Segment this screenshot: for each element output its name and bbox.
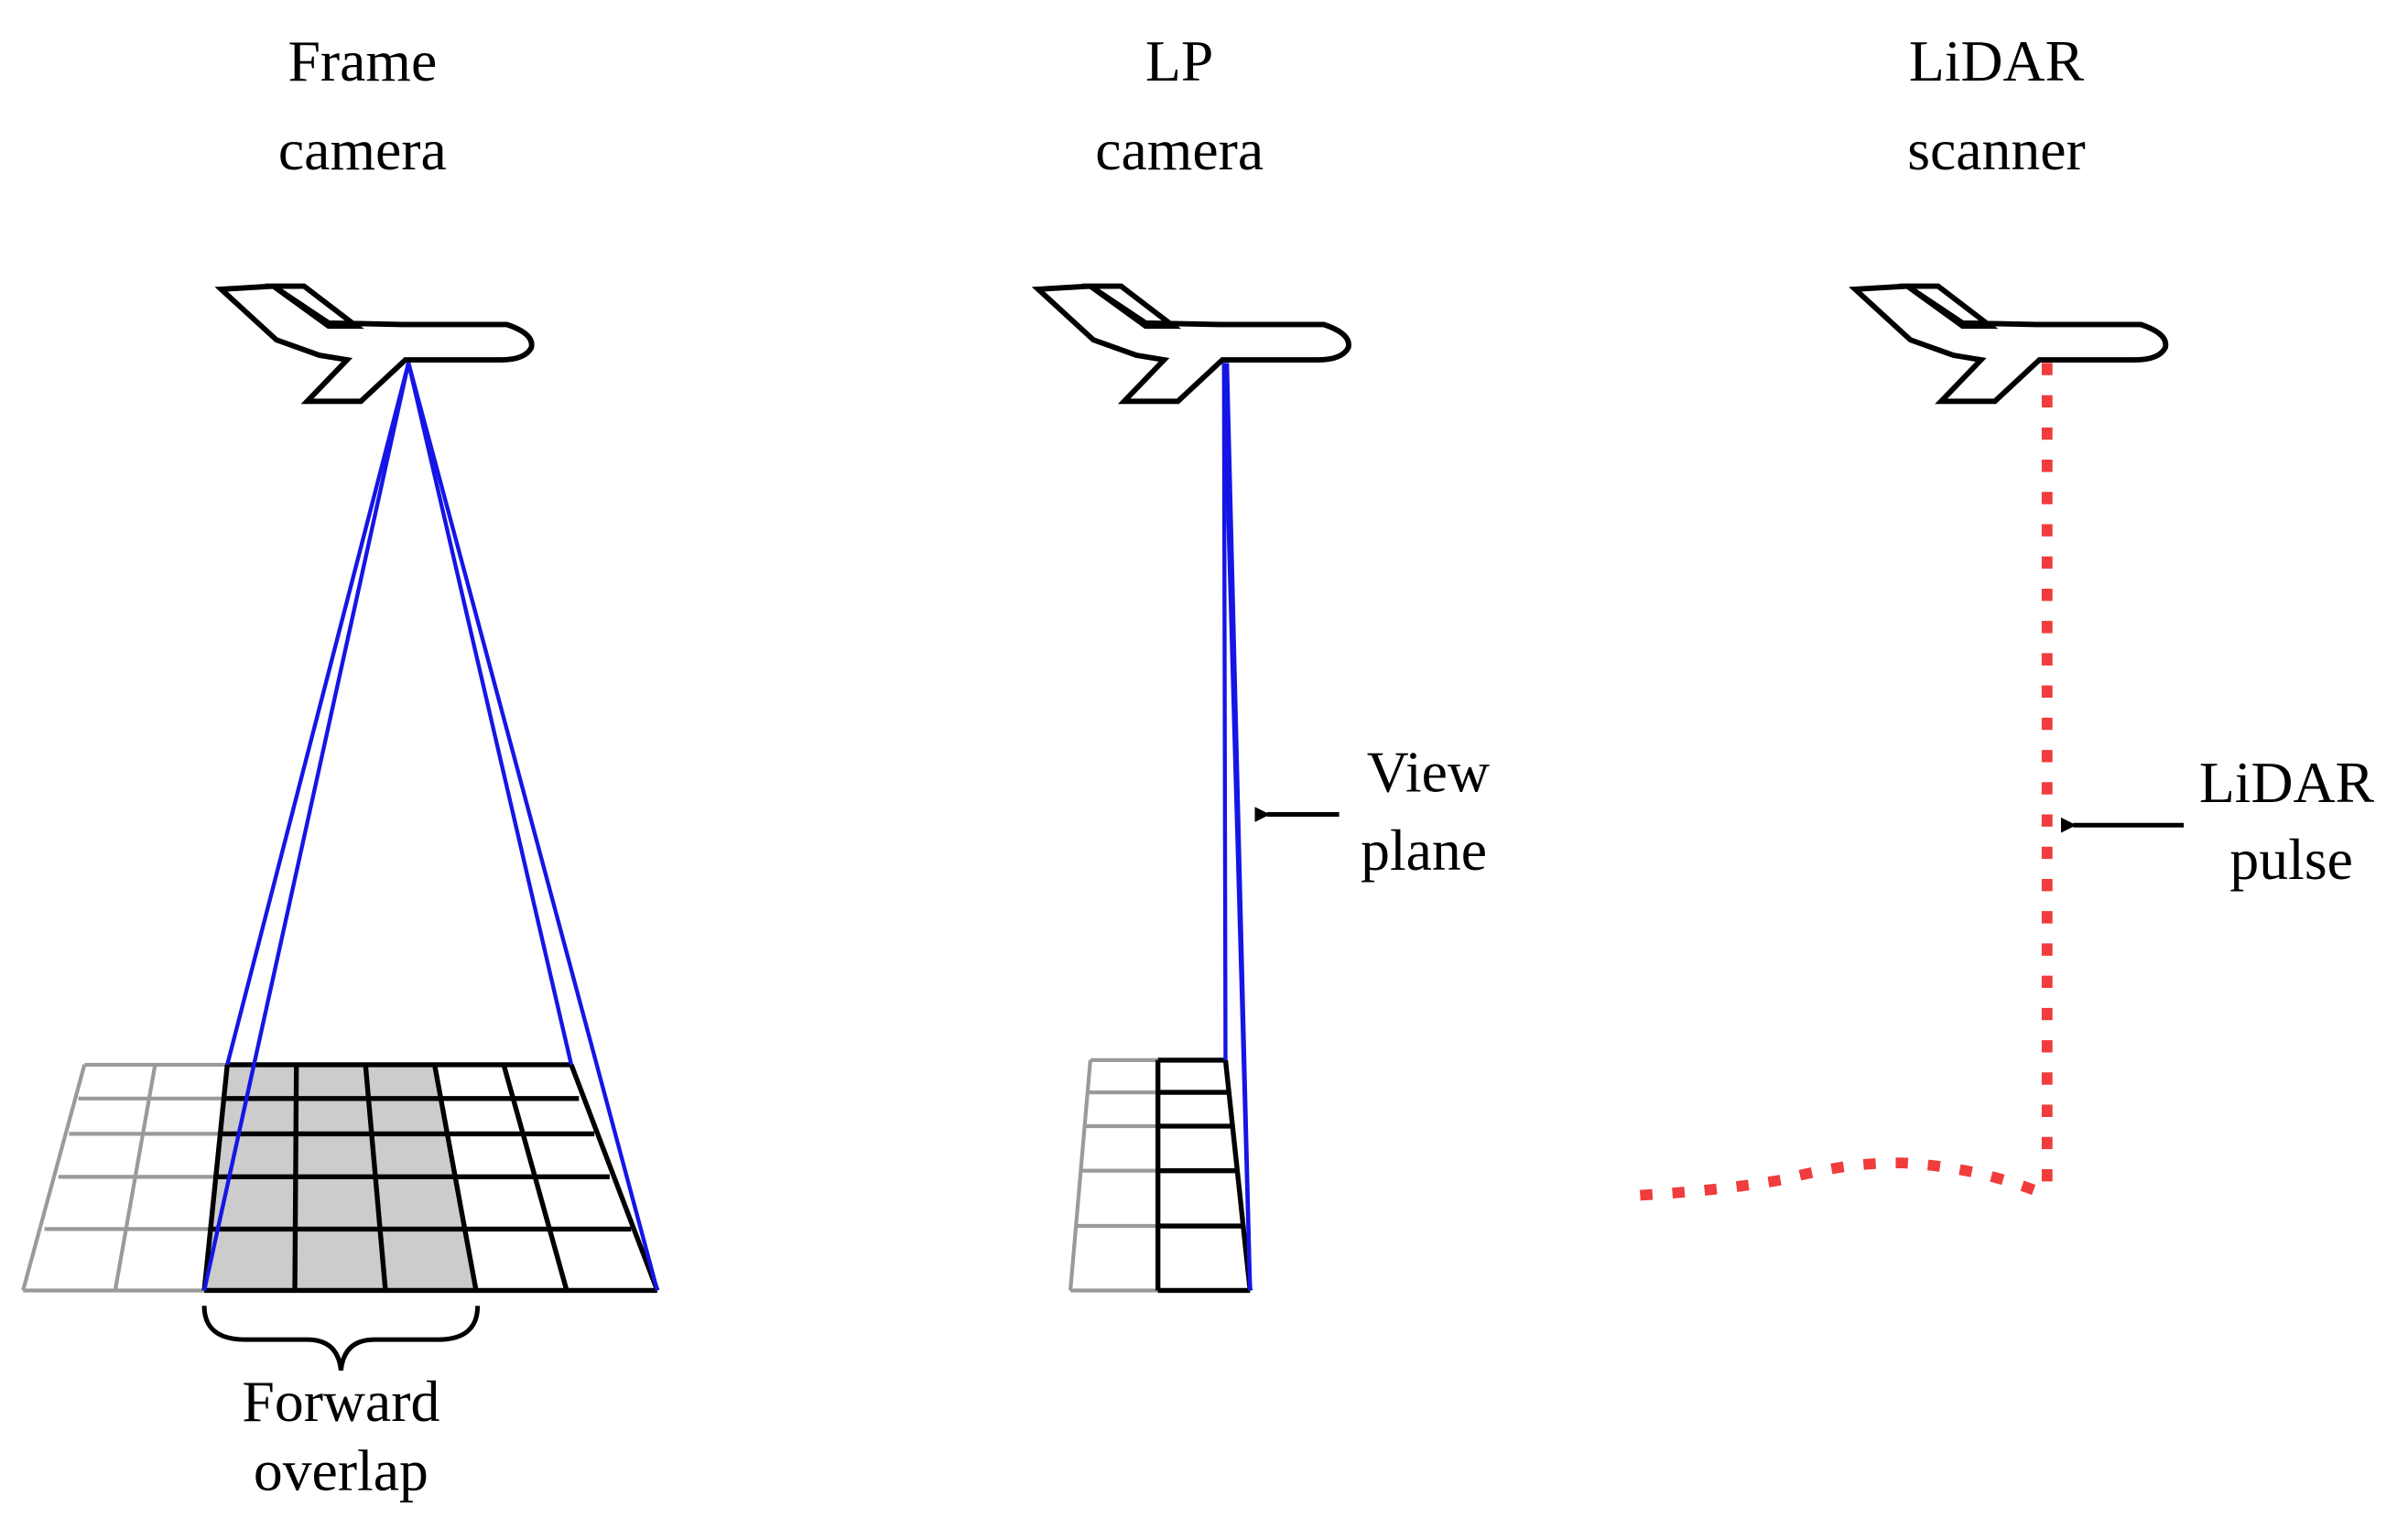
airplane-icon [1849, 283, 2169, 405]
frame-camera-field-of-view [201, 362, 659, 1292]
airplane-icon [214, 283, 535, 405]
lp-camera-title-line2: camera [1095, 117, 1264, 182]
lidar-pulse-label-line1: LiDAR [2199, 750, 2375, 815]
frame-camera-title-line2: camera [278, 117, 447, 182]
lidar-scanner-title-line1: LiDAR [1909, 28, 2085, 93]
airplane-icon [1031, 283, 1351, 405]
lp-camera-title-line1: LP [1145, 28, 1213, 93]
forward-overlap-brace [201, 1306, 481, 1372]
forward-overlap-label-line2: overlap [254, 1438, 428, 1503]
frame-camera-ground-grid [21, 1062, 660, 1294]
lidar-pulse-label-line2: pulse [2229, 827, 2353, 892]
forward-overlap-label-line1: Forward [242, 1369, 439, 1434]
view-plane-label-line2: plane [1361, 818, 1487, 883]
lidar-scanner-title-line2: scanner [1907, 117, 2086, 182]
lp-camera-ground-grid [1068, 1057, 1253, 1294]
lp-camera-view-plane [1221, 363, 1253, 1291]
lidar-pulse-path [1640, 363, 2053, 1201]
frame-camera-title-line1: Frame [287, 28, 437, 93]
view-plane-label-line1: View [1367, 739, 1490, 804]
